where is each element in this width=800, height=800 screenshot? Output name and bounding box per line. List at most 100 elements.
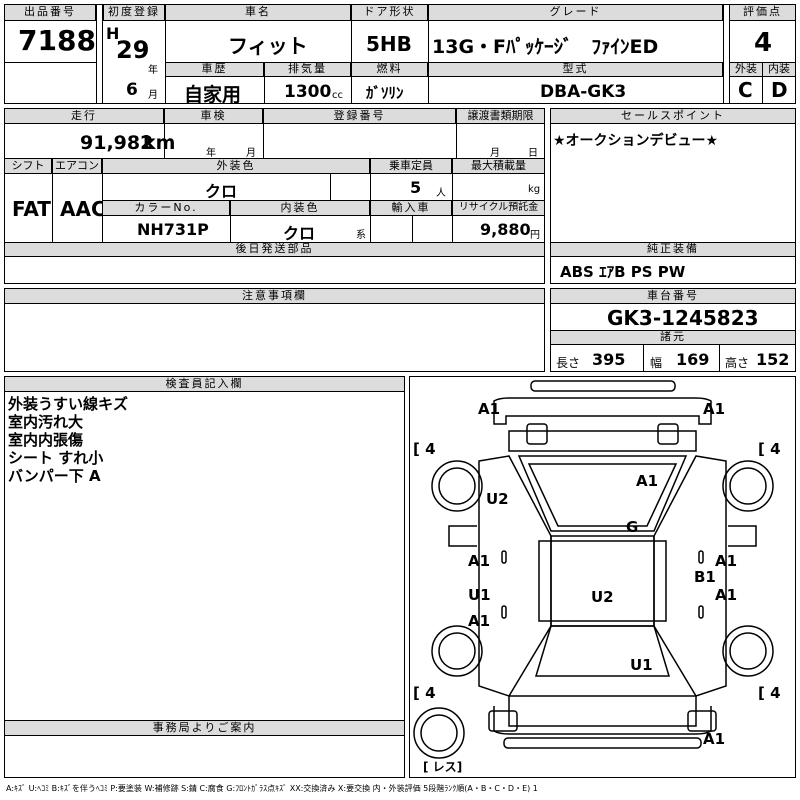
score-header: 評価点	[729, 4, 796, 21]
inspector-header: 検査員記入欄	[4, 376, 405, 392]
history-value: 自家用	[184, 84, 242, 106]
int-color-value: クロ	[283, 224, 316, 243]
interior-header: 内装	[762, 62, 796, 77]
displacement-value: 1300	[284, 82, 332, 102]
transfer-deadline-header: 譲渡書類期限	[456, 108, 545, 124]
first-reg-header: 初度登録	[103, 4, 165, 21]
sales-point-header: セールスポイント	[550, 108, 796, 124]
aircon-header: エアコン	[52, 158, 102, 174]
ext-color-value: クロ	[205, 182, 238, 201]
reg-no-header: 登録番号	[263, 108, 456, 124]
damage-mark: U2	[591, 588, 614, 606]
inspection-header: 車検	[164, 108, 263, 124]
damage-mark: A1	[636, 472, 659, 490]
lot-no-header: 出品番号	[4, 4, 96, 21]
score-value: 4	[754, 28, 773, 58]
inspector-note: 室内汚れ大	[8, 413, 84, 431]
displacement-unit: cc	[332, 90, 343, 101]
chassis-header: 車台番号	[550, 288, 796, 304]
mileage-value: 91,982	[80, 132, 154, 154]
equipment-value: ABS ｴｱB PS PW	[560, 263, 686, 281]
load-unit: kg	[528, 184, 541, 195]
transfer-month-unit: 月	[490, 148, 500, 159]
inspector-note: シート すれ小	[8, 449, 104, 467]
legend: A:ｷｽﾞ U:ﾍｺﾐ B:ｷｽﾞを伴うﾍｺﾐ P:要塗装 W:補修跡 S:錆 …	[6, 784, 538, 793]
capacity-header: 乗車定員	[370, 158, 452, 174]
later-parts-header: 後日発送部品	[4, 242, 545, 257]
inspector-note: バンパー下 A	[8, 467, 101, 485]
interior-grade: D	[771, 78, 788, 102]
exterior-grade: C	[738, 78, 753, 102]
max-load-header: 最大積載量	[452, 158, 545, 174]
car-name-header: 車名	[165, 4, 351, 21]
mileage-unit: km	[143, 132, 176, 154]
mileage-header: 走行	[4, 108, 164, 124]
office-header: 事務局よりご案内	[4, 720, 405, 736]
shift-value: FAT	[12, 197, 51, 221]
grade-header: グレード	[428, 4, 723, 21]
damage-mark: A1	[703, 730, 726, 748]
int-color-header: 内装色	[230, 200, 370, 216]
damage-mark: A1	[478, 400, 501, 418]
damage-mark: U1	[468, 586, 491, 604]
sales-point-value: ★オークションデビュー★	[553, 133, 719, 149]
damage-mark: G	[626, 518, 639, 536]
damage-mark: A1	[715, 586, 738, 604]
fuel-header: 燃料	[351, 62, 428, 77]
tire-label-fl: [ 4	[413, 440, 436, 458]
specs-header: 諸元	[550, 330, 796, 345]
recycle-header: リサイクル預託金	[452, 200, 545, 216]
exterior-header: 外装	[729, 62, 763, 77]
width-value: 169	[676, 350, 710, 369]
door-type-value: 5HB	[366, 32, 412, 56]
tire-label-fr: [ 4	[758, 440, 781, 458]
damage-mark: A1	[468, 612, 491, 630]
insp-month-unit: 月	[246, 148, 256, 159]
door-type-header: ドア形状	[351, 4, 428, 21]
damage-diagram	[409, 376, 796, 778]
model-code-value: DBA-GK3	[540, 82, 627, 102]
damage-mark: U1	[630, 656, 653, 674]
inspector-note: 室内内張傷	[8, 431, 84, 449]
damage-mark: A1	[468, 552, 491, 570]
shift-header: シフト	[4, 158, 52, 174]
history-header: 車歴	[165, 62, 264, 77]
displacement-header: 排気量	[264, 62, 351, 77]
grade-value: 13G・Fﾊﾟｯｹｰｼﾞ ﾌｧｲﾝED	[432, 36, 659, 58]
width-label: 幅	[650, 356, 663, 370]
damage-mark: B1	[694, 568, 716, 586]
import-header: 輸入車	[370, 200, 452, 216]
tire-label-rl: [ 4	[413, 684, 436, 702]
era: H	[106, 24, 120, 43]
transfer-day-unit: 日	[528, 148, 538, 159]
recycle-unit: 円	[530, 230, 540, 241]
int-color-unit: 系	[356, 230, 366, 241]
car-outline-diagram	[413, 380, 774, 759]
capacity-unit: 人	[436, 188, 446, 199]
spare-label: [ レス]	[423, 760, 463, 774]
capacity-value: 5	[410, 178, 422, 197]
color-no-header: カラーNo.	[102, 200, 230, 216]
first-reg-year: 29	[116, 36, 150, 64]
damage-mark: A1	[703, 400, 726, 418]
chassis-value: GK3-1245823	[607, 306, 759, 330]
tire-label-rr: [ 4	[758, 684, 781, 702]
month-unit: 月	[148, 90, 158, 101]
color-no-value: NH731P	[137, 220, 209, 239]
ext-color-header: 外装色	[102, 158, 370, 174]
damage-mark: U2	[486, 490, 509, 508]
insp-year-unit: 年	[206, 148, 216, 159]
inspector-note: 外装うすい線キズ	[8, 395, 129, 413]
car-name-value: フィット	[228, 34, 308, 58]
lot-no-value: 7188	[18, 24, 96, 57]
year-unit: 年	[148, 65, 158, 76]
fuel-value: ｶﾞｿﾘﾝ	[366, 84, 404, 102]
recycle-value: 9,880	[480, 220, 531, 239]
aircon-value: AAC	[60, 197, 106, 221]
length-value: 395	[592, 350, 626, 369]
model-code-header: 型式	[428, 62, 723, 77]
length-label: 長さ	[556, 356, 581, 370]
first-reg-month: 6	[126, 80, 138, 100]
height-value: 152	[756, 350, 790, 369]
notes-header: 注意事項欄	[4, 288, 545, 304]
